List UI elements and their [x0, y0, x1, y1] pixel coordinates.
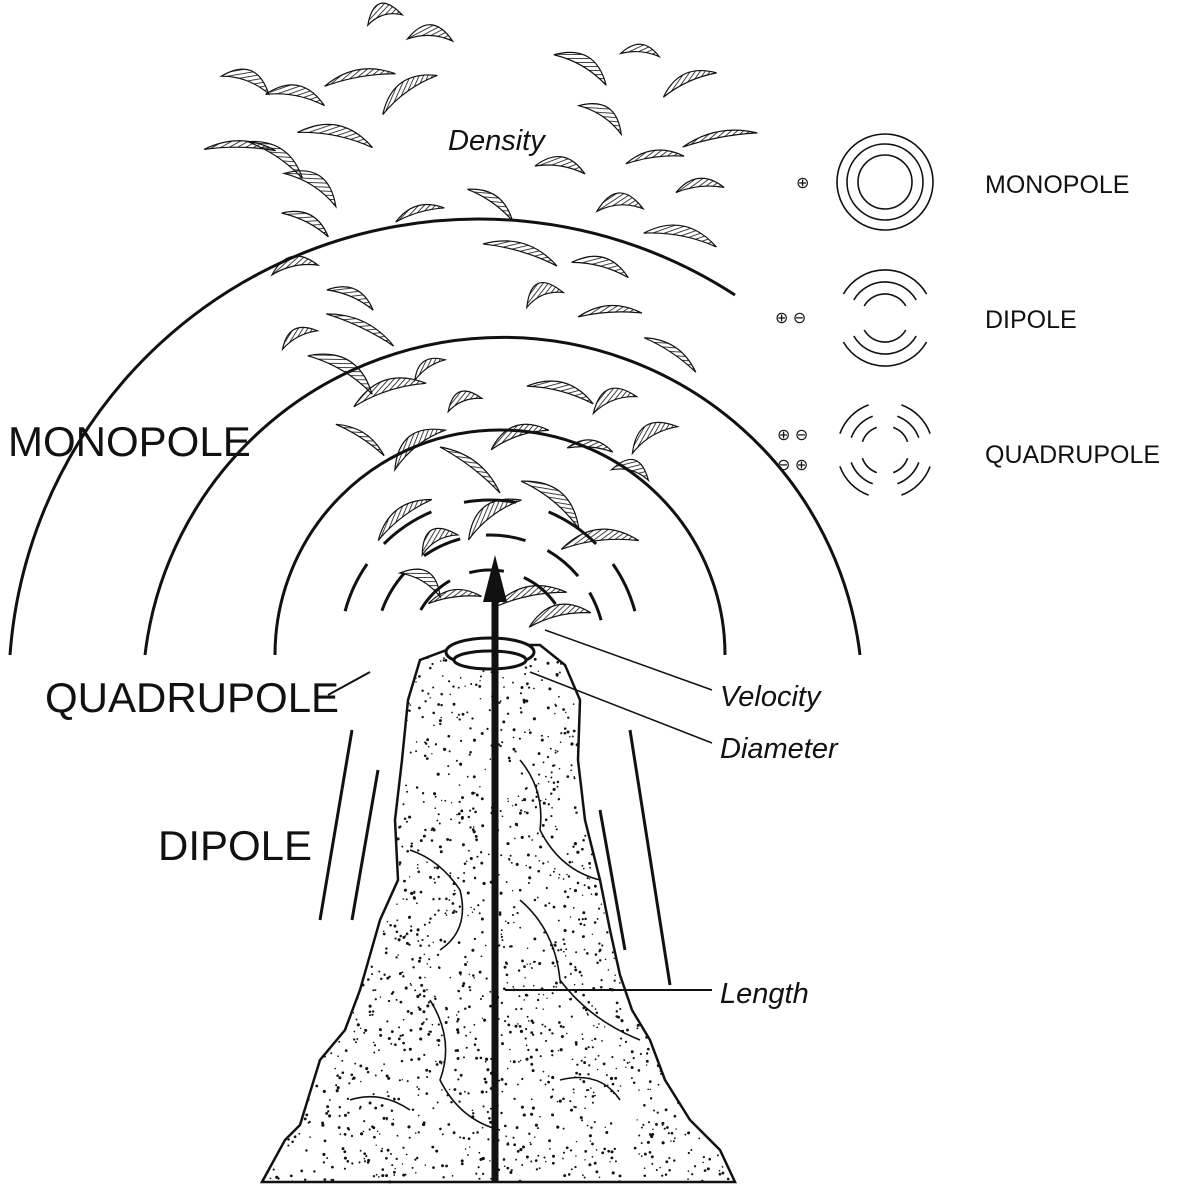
label-density: Density	[448, 125, 546, 157]
legend-quadrupole-symbols-bottom: ⊖ ⊕	[777, 457, 808, 474]
label-dipole: DIPOLE	[158, 822, 312, 869]
dipole-pattern-icon	[843, 270, 926, 366]
legend-monopole: ⊕ MONOPOLE	[796, 134, 1129, 230]
label-length: Length	[720, 978, 809, 1010]
vent-inner	[454, 651, 526, 669]
legend-dipole-label: DIPOLE	[985, 306, 1077, 334]
eruption-cloud	[204, 0, 757, 627]
legend-dipole: ⊕ ⊖ DIPOLE	[775, 270, 1077, 366]
monopole-inner-arc	[145, 337, 860, 655]
quadrupole-pattern-icon	[840, 405, 930, 495]
legend-quadrupole-symbols-top: ⊕ ⊖	[777, 427, 808, 444]
legend-quadrupole-label: QUADRUPOLE	[985, 441, 1160, 469]
legend-monopole-label: MONOPOLE	[985, 171, 1129, 199]
label-quadrupole: QUADRUPOLE	[45, 674, 339, 721]
legend-quadrupole: ⊕ ⊖ ⊖ ⊕ QUADRUPOLE	[777, 405, 1160, 495]
legend-dipole-symbols: ⊕ ⊖	[775, 310, 806, 327]
label-velocity: Velocity	[720, 681, 822, 713]
label-diameter: Diameter	[720, 733, 839, 765]
legend-monopole-symbols: ⊕	[796, 175, 809, 192]
label-monopole: MONOPOLE	[8, 418, 251, 465]
arrow-head	[483, 555, 507, 602]
legend: ⊕ MONOPOLE ⊕ ⊖ DIPOLE ⊕ ⊖ ⊖ ⊕ QUADRUPOLE	[775, 134, 1160, 495]
monopole-third-arc	[275, 430, 725, 655]
